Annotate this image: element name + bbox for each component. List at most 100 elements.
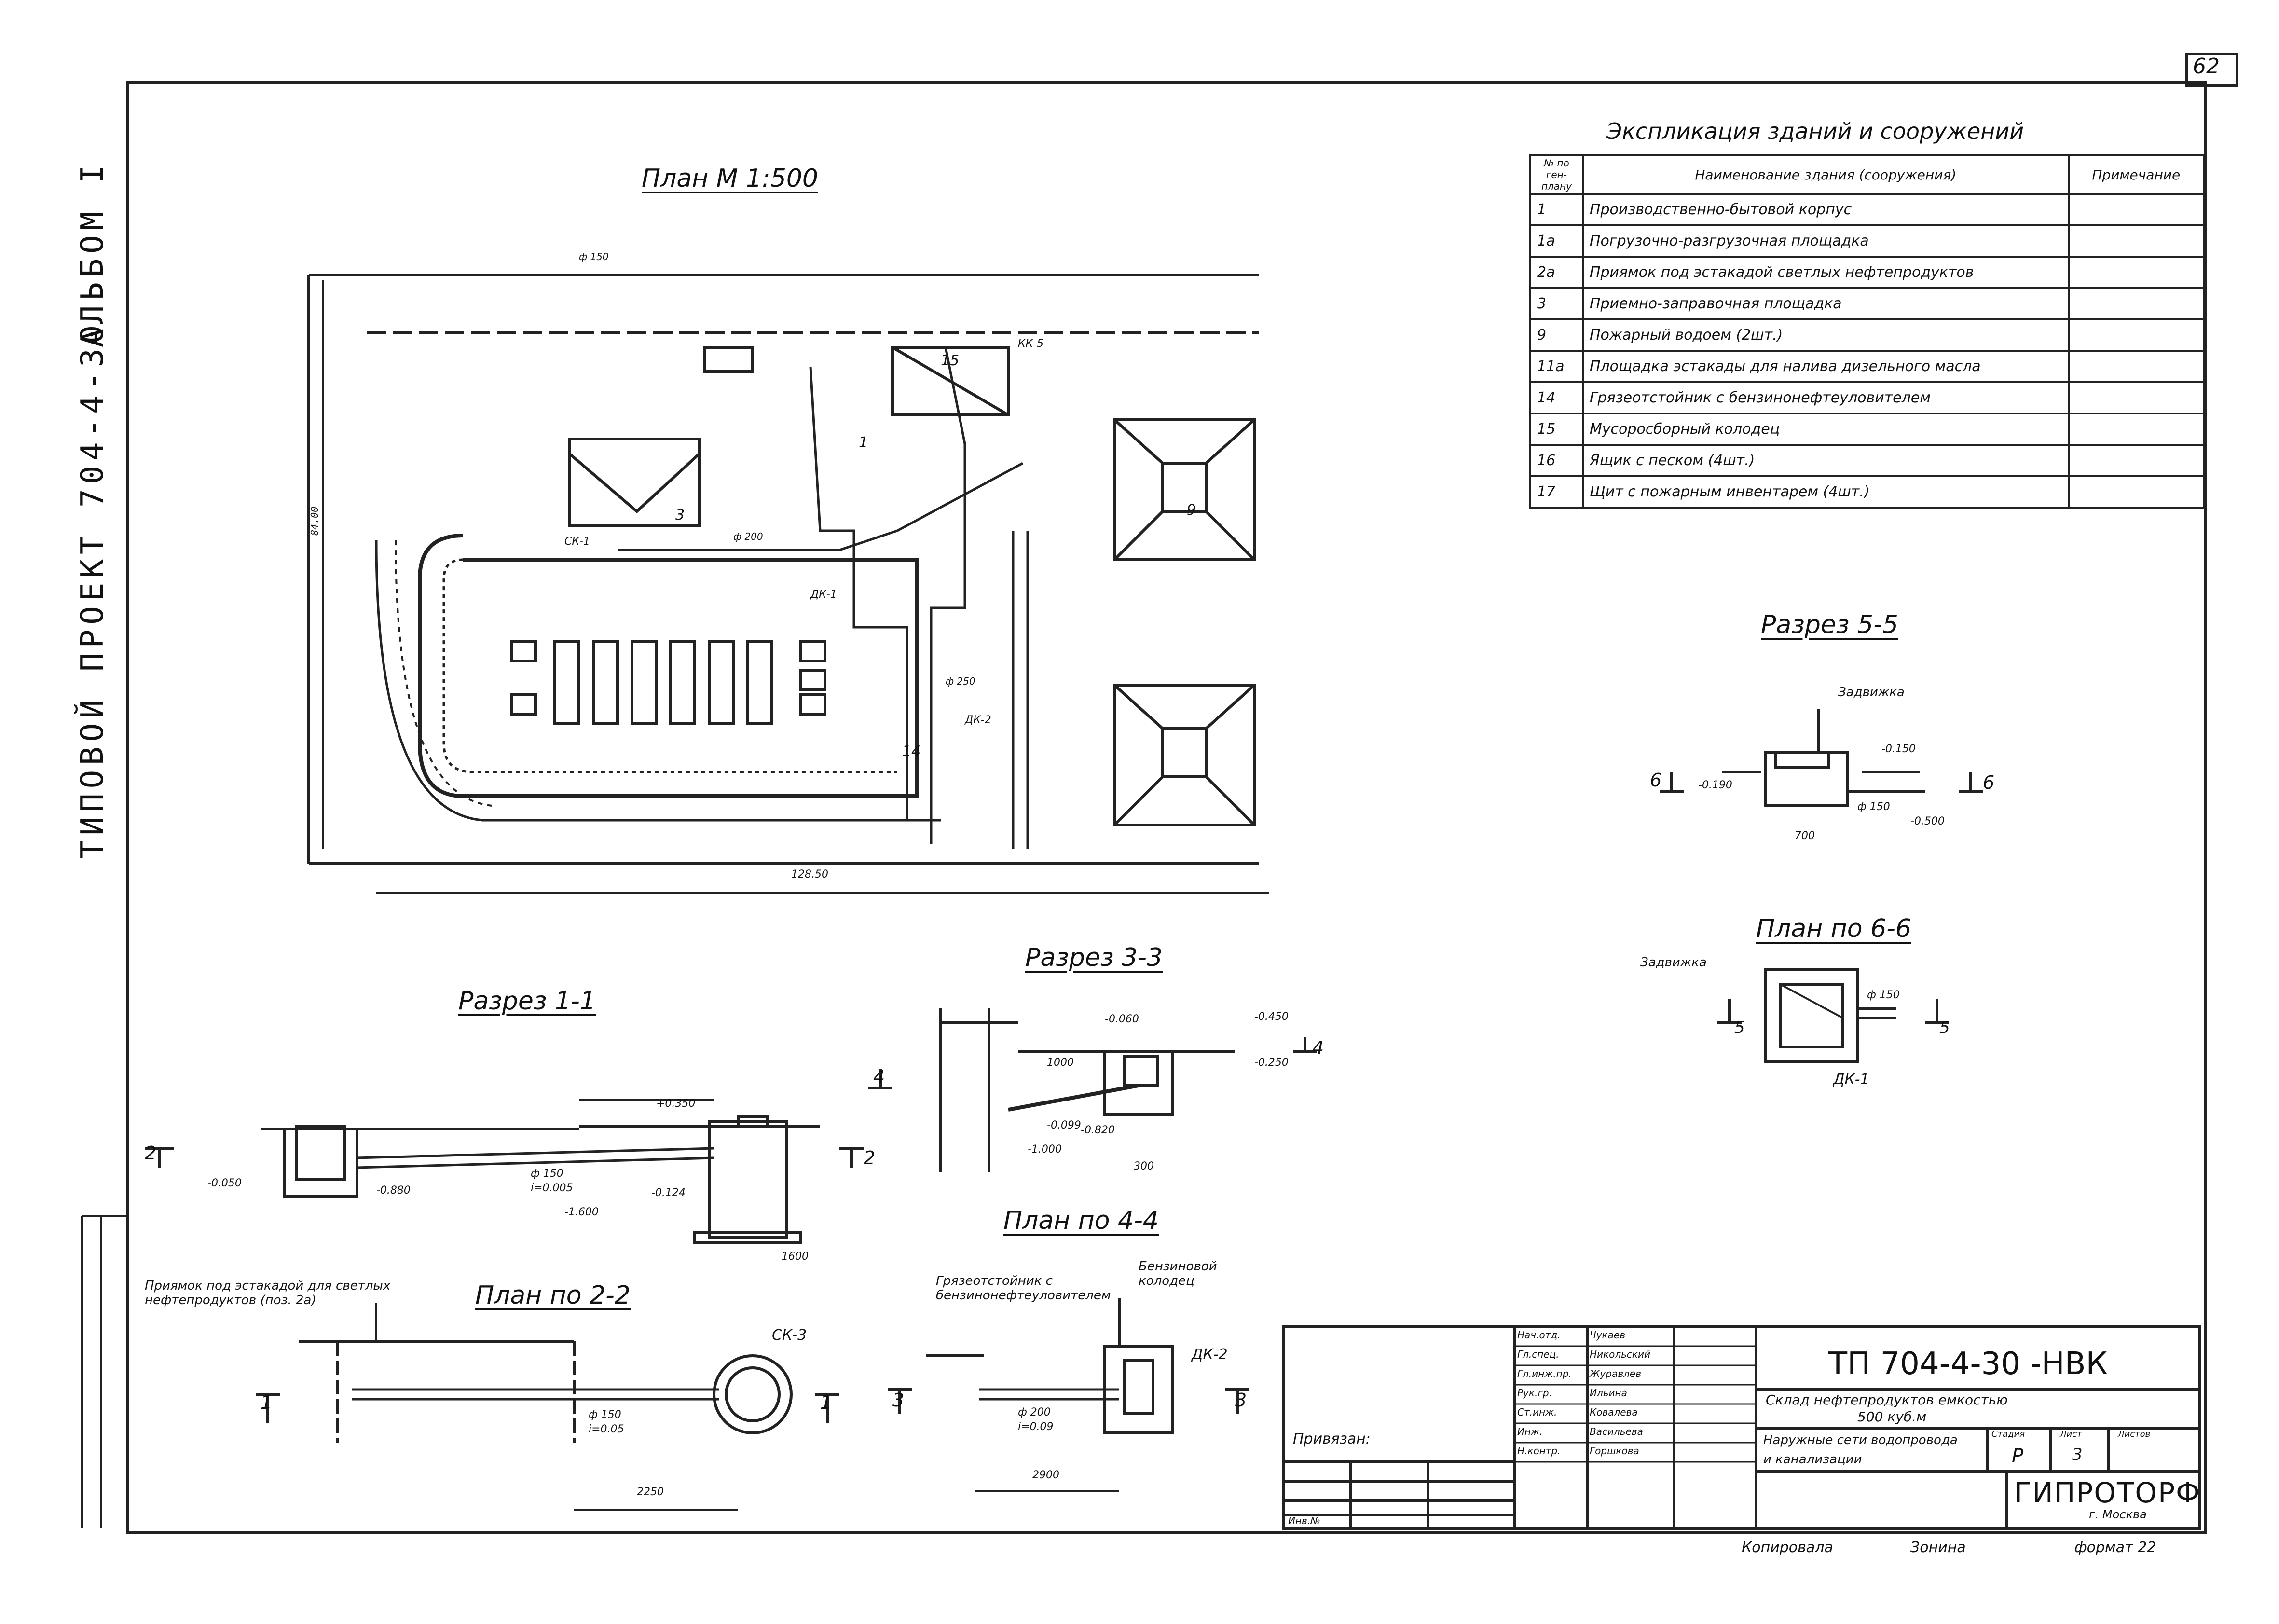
tb-role: Ст.инж. — [1517, 1406, 1557, 1418]
p6-pipe: ф 150 — [1867, 989, 1900, 1001]
s5-valve: Задвижка — [1838, 685, 1905, 700]
tb-sheets-header: Листов — [2118, 1429, 2151, 1439]
tb-code: ТП 704-4-30 -НВК — [1828, 1346, 2108, 1382]
s5-pipe: ф 150 — [1857, 801, 1890, 813]
tb-stage-header: Стадия — [1991, 1429, 2025, 1439]
s3-dim-b: 300 — [1134, 1160, 1154, 1172]
p2-callout: Приямок под эстакадой для светлых нефтеп… — [145, 1279, 391, 1307]
s3-mark-f: -0.250 — [1254, 1057, 1289, 1069]
s3-dim-a: 1000 — [1047, 1057, 1074, 1069]
p4-callout-a: Грязеотстойник с бензинонефтеуловителем — [936, 1274, 1111, 1303]
page-number-box — [2185, 53, 2238, 87]
plan-label-3: 3 — [675, 507, 685, 523]
tb-attached: Привязан: — [1293, 1431, 1371, 1447]
tb-role: Инж. — [1517, 1426, 1543, 1437]
s3-cut-right: 4 — [1312, 1037, 1324, 1059]
section-3-title: Разрез 3-3 — [1025, 943, 1163, 972]
tb-sheet-header: Лист — [2060, 1429, 2082, 1439]
plan-label-pipe200: ф 200 — [733, 531, 763, 542]
tb-role: Гл.инж.пр. — [1517, 1368, 1572, 1379]
tb-inv: Инв.№ — [1288, 1515, 1320, 1527]
explication-table: № по ген-плану Наименование здания (соор… — [1529, 154, 2205, 509]
plan-label-dk2: ДК-2 — [965, 714, 991, 726]
plan-label-ck1: СК-1 — [564, 536, 590, 548]
s5-mark-c: -0.500 — [1910, 815, 1945, 827]
s3-mark-d: -1.000 — [1028, 1143, 1062, 1156]
tb-copied: Копировала — [1742, 1539, 1833, 1556]
p2-slope: i=0.05 — [589, 1423, 624, 1435]
tb-sheet: 3 — [2072, 1445, 2083, 1464]
p4-cut-left: 3 — [892, 1390, 905, 1411]
plan-dim-width: 128.50 — [791, 868, 828, 881]
tb-role: Рук.гр. — [1517, 1387, 1552, 1399]
p4-callout-b: Бензиновой колодец — [1139, 1259, 1217, 1288]
tb-name: Ковалева — [1590, 1406, 1638, 1418]
p2-pipe: ф 150 — [589, 1409, 621, 1421]
p2-cut-right: 1 — [820, 1392, 832, 1413]
tb-sheet-name-b: и канализации — [1763, 1452, 1862, 1467]
p6-cut-right: 5 — [1939, 1018, 1950, 1037]
tb-role: Гл.спец. — [1517, 1349, 1559, 1360]
s5-mark-a: -0.150 — [1881, 743, 1916, 755]
s1-mark-pipe: -0.124 — [651, 1187, 686, 1199]
plan-6-title: План по 6-6 — [1756, 914, 1912, 943]
p2-cut-left: 1 — [261, 1392, 273, 1413]
p4-dim: 2900 — [1032, 1469, 1059, 1481]
p4-cut-right: 3 — [1235, 1390, 1247, 1411]
s5-dim: 700 — [1795, 830, 1815, 842]
tb-city: г. Москва — [2089, 1508, 2147, 1521]
tb-org: ГИПРОТОРФ — [2014, 1476, 2201, 1509]
s1-cut-right: 2 — [864, 1147, 876, 1169]
tb-desc-a: Склад нефтепродуктов емкостью — [1766, 1392, 2008, 1408]
p6-cut-left: 5 — [1734, 1018, 1745, 1037]
s5-cut-left: 6 — [1650, 770, 1662, 791]
tb-copier: Зонина — [1910, 1539, 1966, 1556]
exp-header-name: Наименование здания (сооружения) — [1581, 154, 2070, 195]
s1-pipe: ф 150 — [531, 1168, 563, 1180]
tb-role: Нач.отд. — [1517, 1329, 1561, 1341]
plan-title: План М 1:500 — [642, 164, 818, 193]
s1-cut-left: 2 — [145, 1142, 157, 1164]
tb-name: Васильева — [1590, 1426, 1643, 1437]
plan-label-kk5: КК-5 — [1018, 338, 1044, 350]
s3-cut-left: 4 — [873, 1066, 885, 1087]
tb-format: формат 22 — [2074, 1539, 2156, 1556]
exp-header-no: № по ген-плану — [1529, 154, 1584, 195]
p6-valve: Задвижка — [1640, 955, 1707, 970]
tb-name: Журавлев — [1590, 1368, 1641, 1379]
plan-4-title: План по 4-4 — [1003, 1206, 1159, 1235]
p2-ck: СК-3 — [772, 1327, 807, 1344]
sheet-border — [126, 81, 2207, 1534]
tb-name: Ильина — [1590, 1387, 1627, 1399]
tb-desc-b: 500 куб.м — [1857, 1409, 1927, 1425]
s5-cut-right: 6 — [1983, 772, 1995, 793]
explication-title: Экспликация зданий и сооружений — [1606, 118, 2024, 144]
s3-mark-b: -0.450 — [1254, 1011, 1289, 1023]
plan-label-15: 15 — [941, 352, 960, 369]
s1-dim: 1600 — [782, 1251, 809, 1263]
tb-role: Н.контр. — [1517, 1445, 1561, 1457]
plan-label-9: 9 — [1187, 502, 1196, 519]
p4-slope: i=0.09 — [1018, 1421, 1054, 1433]
p4-dk: ДК-2 — [1192, 1346, 1228, 1363]
plan-label-pipe250: ф 250 — [946, 675, 975, 687]
tb-name: Никольский — [1590, 1349, 1650, 1360]
s5-mark-b: -0.190 — [1698, 779, 1732, 791]
p6-dk: ДК-1 — [1833, 1071, 1869, 1088]
